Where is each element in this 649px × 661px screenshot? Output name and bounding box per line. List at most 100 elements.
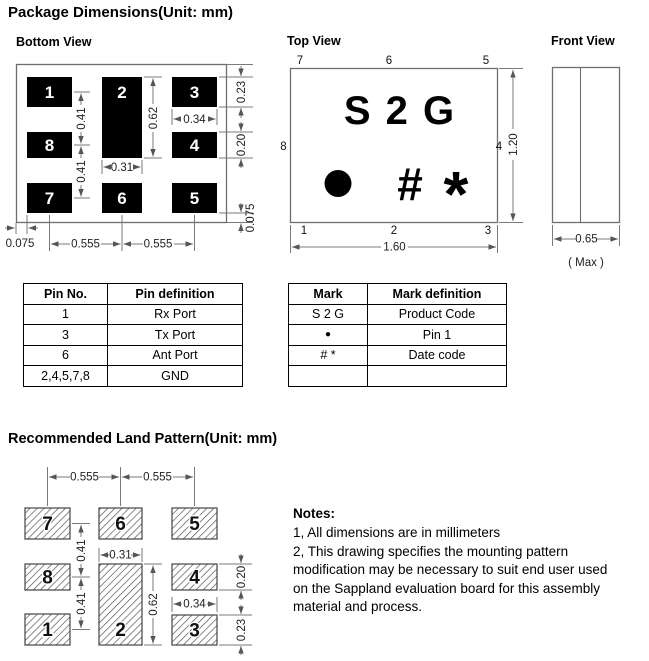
dim-label-body-width: 1.60 xyxy=(383,242,405,254)
mark-cell: S 2 G xyxy=(288,303,368,325)
pin-no-cell: 6 xyxy=(23,344,108,366)
bottom-view-drawing: 1 2 3 8 4 7 6 5 0.23 0.34 0.20 xyxy=(5,63,257,251)
mark-definition-cell xyxy=(367,365,507,387)
dim-label-land-pad2-width: 0.31 xyxy=(109,550,131,562)
bottom-view-label: Bottom View xyxy=(16,35,92,49)
bottom-pad-1-number: 1 xyxy=(45,83,54,102)
top-view-pin1-label: 1 xyxy=(301,225,307,237)
dim-label-land-pad3-width: 0.34 xyxy=(183,599,206,611)
mark-definition-cell: Date code xyxy=(367,344,507,366)
front-view-drawing: 0.65 ( Max ) xyxy=(551,66,621,269)
dim-label-land-col-pitch-left: 0.555 xyxy=(70,472,99,484)
note-line: material and process. xyxy=(293,599,423,614)
mark-table-header-definition: Mark definition xyxy=(367,283,507,305)
mark-cell xyxy=(288,365,368,387)
front-view-max-note: ( Max ) xyxy=(568,257,604,269)
note-line: modification may be necessary to suit en… xyxy=(293,562,608,577)
mark-table-row: ● Pin 1 xyxy=(288,324,507,346)
pin-no-cell: 1 xyxy=(23,303,108,325)
dim-label-front-thickness: 0.65 xyxy=(575,234,597,246)
dim-label-edge-margin-left: 0.075 xyxy=(6,238,35,250)
dim-bottom-pad2-width: 0.31 xyxy=(101,160,143,174)
top-view-label: Top View xyxy=(287,34,341,48)
dim-land-pad4-height: 0.20 xyxy=(219,554,252,600)
bottom-pad-5 xyxy=(172,183,217,213)
front-view-label: Front View xyxy=(551,34,615,48)
land-pattern-title: Recommended Land Pattern(Unit: mm) xyxy=(8,431,278,447)
dim-label-land-pad2-height: 0.62 xyxy=(148,593,160,615)
dim-label-row-pitch-top: 0.41 xyxy=(76,107,88,129)
top-view-pin3-label: 3 xyxy=(485,225,491,237)
land-pad-5 xyxy=(171,507,218,540)
mark-table-row: S 2 G Product Code xyxy=(288,303,507,325)
pin-table-header-row: Pin No. Pin definition xyxy=(23,283,243,305)
pin-definition-table: Pin No. Pin definition 1 Rx Port 3 Tx Po… xyxy=(23,283,243,387)
land-pad-5-number: 5 xyxy=(189,514,200,535)
top-view-drawing: 7 6 5 8 4 1 2 3 S 2 G # * 1.20 1.60 xyxy=(280,55,523,254)
notes-heading: Notes: xyxy=(293,506,336,521)
pin-table-header-pin-no: Pin No. xyxy=(23,283,108,305)
pin1-dot-mark xyxy=(324,170,352,197)
top-view-pin5-label: 5 xyxy=(483,55,489,67)
note-line: 2, This drawing specifies the mounting p… xyxy=(293,543,569,559)
dim-land-row-pitch-bottom: 0.41 xyxy=(72,578,90,630)
dim-label-col-pitch-right: 0.555 xyxy=(144,239,173,251)
dim-label-land-row-pitch-top: 0.41 xyxy=(76,539,88,561)
bottom-pad-2-number: 2 xyxy=(117,83,126,102)
mark-table-row xyxy=(288,365,507,387)
dim-land-pad3-width: 0.34 xyxy=(171,597,218,612)
pin-table-header-definition: Pin definition xyxy=(107,283,243,305)
bottom-pad-1 xyxy=(27,77,72,107)
land-pad-3 xyxy=(171,614,218,646)
note-line: 1, All dimensions are in millimeters xyxy=(293,525,501,540)
dim-label-pad3-width: 0.34 xyxy=(183,114,206,126)
mark-definition-table: Mark Mark definition S 2 G Product Code … xyxy=(288,283,507,387)
land-pad-2 xyxy=(98,563,143,646)
land-pad-8 xyxy=(24,563,71,591)
land-pad-2-number: 2 xyxy=(115,620,126,641)
bottom-pad-4 xyxy=(172,132,217,158)
bottom-pad-7 xyxy=(27,183,72,213)
pin-definition-cell: Rx Port xyxy=(107,303,243,325)
pin-definition-cell: Tx Port xyxy=(107,324,243,346)
bottom-pad-5-number: 5 xyxy=(190,189,199,208)
dim-label-pad3-height: 0.23 xyxy=(236,81,248,103)
product-code-marking: S 2 G xyxy=(344,89,456,133)
page-title: Package Dimensions(Unit: mm) xyxy=(8,4,234,21)
pin-no-cell: 2,4,5,7,8 xyxy=(23,365,108,387)
mark-definition-cell: Product Code xyxy=(367,303,507,325)
dim-land-pad3-height: 0.23 xyxy=(219,605,252,655)
land-pad-3-number: 3 xyxy=(189,621,200,642)
land-pad-6 xyxy=(98,507,143,540)
land-pattern-drawing: 7 6 5 8 4 1 2 3 0.555 0.555 0.41 xyxy=(24,467,252,655)
pin-table-row: 3 Tx Port xyxy=(23,324,243,346)
pin-table-row: 1 Rx Port xyxy=(23,303,243,325)
mark-definition-cell: Pin 1 xyxy=(367,324,507,346)
top-view-pin6-label: 6 xyxy=(386,55,392,67)
pin-definition-cell: Ant Port xyxy=(107,344,243,366)
dim-land-row-pitch-top: 0.41 xyxy=(72,523,90,578)
dim-label-col-pitch-left: 0.555 xyxy=(71,239,100,251)
dim-bottom-pad3-width: 0.34 xyxy=(171,109,218,126)
bottom-pad-6-number: 6 xyxy=(117,189,126,208)
top-view-body-outline xyxy=(289,67,499,224)
land-pad-1 xyxy=(24,613,71,646)
dim-label-land-col-pitch-right: 0.555 xyxy=(143,472,172,484)
top-view-pin2-label: 2 xyxy=(391,225,397,237)
dim-label-pad4-height: 0.20 xyxy=(236,134,248,156)
front-view-body-outline xyxy=(551,66,621,224)
dim-label-body-height: 1.20 xyxy=(508,133,520,155)
dim-bottom-pad2-height: 0.62 xyxy=(144,76,162,159)
dim-top-body-height: 1.20 xyxy=(499,68,523,223)
dim-bottom-edge-margin-left: 0.075 xyxy=(5,215,38,250)
pin-definition-cell: GND xyxy=(107,365,243,387)
mark-cell: ● xyxy=(288,324,368,346)
bottom-pad-4-number: 4 xyxy=(190,136,200,155)
dim-label-land-row-pitch-bottom: 0.41 xyxy=(76,592,88,614)
mark-table-header-mark: Mark xyxy=(288,283,368,305)
bottom-pad-3-number: 3 xyxy=(190,83,199,102)
note-line: on the Sappland evaluation board for thi… xyxy=(293,580,600,596)
dim-front-thickness: 0.65 xyxy=(552,225,620,246)
dim-bottom-row-pitch-bottom: 0.41 xyxy=(74,146,90,199)
mark-table-header-row: Mark Mark definition xyxy=(288,283,507,305)
